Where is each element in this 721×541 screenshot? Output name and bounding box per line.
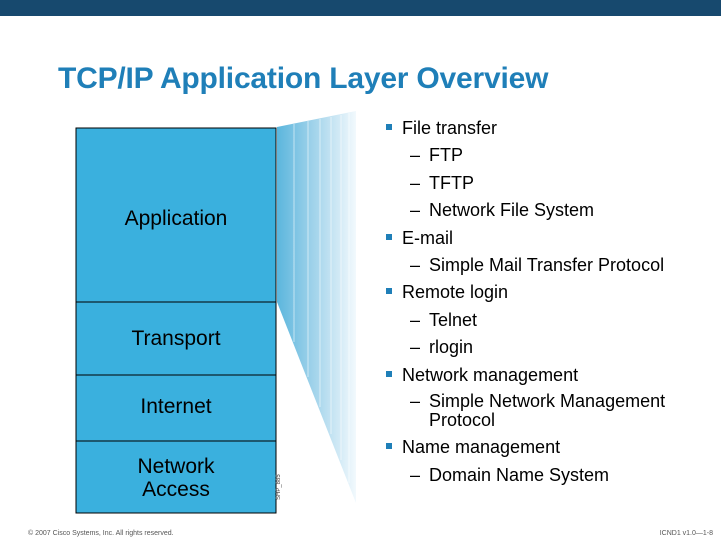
slide-title: TCP/IP Application Layer Overview — [58, 62, 549, 95]
wedge-bands — [293, 113, 350, 483]
sub-bullet-dns: –Domain Name System — [410, 464, 610, 485]
sub-bullet-ftp: –FTP — [410, 145, 463, 166]
layer-label-transport: Transport — [131, 327, 221, 350]
bullet-remote-login: Remote login — [386, 282, 716, 302]
bullet-email: E-mail — [386, 228, 716, 248]
square-bullet-icon — [386, 370, 392, 377]
layer-transport-box — [75, 301, 277, 376]
sub-bullet-telnet: –Telnet — [410, 309, 478, 330]
layer-internet-box — [75, 374, 277, 442]
square-bullet-icon — [386, 233, 392, 240]
footer-course-code: ICND1 v1.0—1-8 — [659, 530, 713, 537]
layer-network-access-box — [75, 440, 277, 514]
layer-label-internet: Internet — [140, 395, 212, 418]
footer-copyright: © 2007 Cisco Systems, Inc. All rights re… — [28, 530, 174, 537]
bullet-network-management: Network management — [386, 365, 716, 385]
bullet-file-transfer: File transfer — [386, 118, 716, 138]
sub-bullet-rlogin: –rlogin — [410, 337, 474, 358]
layer-label-application: Application — [124, 207, 228, 230]
bullet-name-management: Name management — [386, 437, 716, 457]
square-bullet-icon — [386, 288, 392, 295]
sub-bullet-tftp: –TFTP — [410, 172, 474, 193]
square-bullet-icon — [386, 124, 392, 130]
layer-application-box — [75, 127, 277, 303]
sub-bullet-nfs: –Network File System — [410, 200, 595, 221]
top-bar — [0, 0, 721, 16]
bullet-list: File transfer –FTP –TFTP –Network File S… — [386, 118, 716, 492]
square-bullet-icon — [386, 443, 392, 450]
zoom-wedge — [277, 111, 356, 503]
sub-bullet-smtp: –Simple Mail Transfer Protocol — [410, 254, 665, 275]
figure-code: SHP_885 — [276, 474, 282, 500]
